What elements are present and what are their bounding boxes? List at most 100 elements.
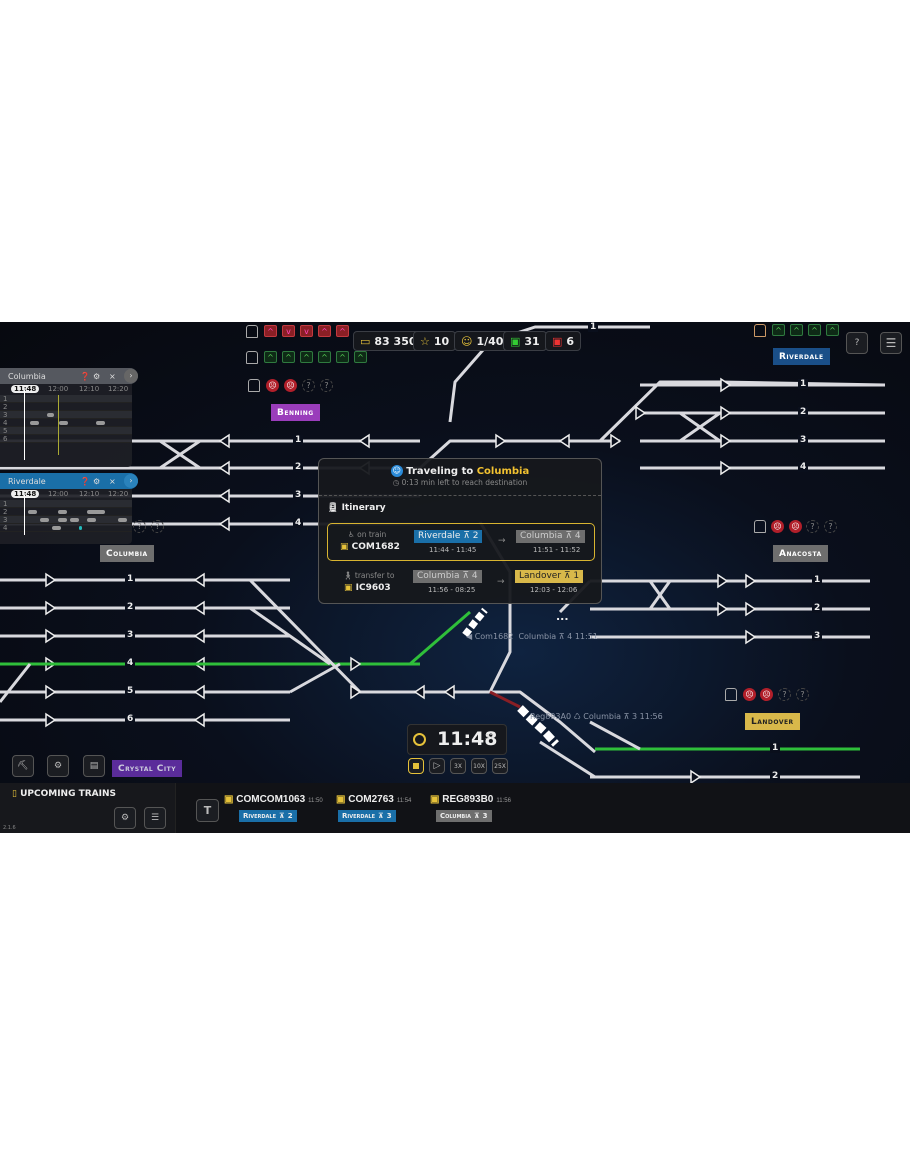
speed-3x-button[interactable]: 3X — [450, 758, 466, 774]
arrow-up-button[interactable]: ^ — [318, 325, 331, 337]
station-label-anacosta[interactable]: Anacosta — [773, 545, 828, 562]
help-icon[interactable]: ❓ — [80, 476, 90, 486]
rail-track — [289, 662, 341, 694]
arrow-up-button[interactable]: ^ — [282, 351, 295, 363]
platform-icon — [248, 379, 260, 392]
speed-25x-button[interactable]: 25X — [492, 758, 508, 774]
arrow-up-button[interactable]: ^ — [808, 324, 821, 336]
signal-icon — [45, 572, 57, 588]
chip-settings-button[interactable]: ⚙ — [47, 755, 69, 777]
build-tool-button[interactable]: ⛏ — [12, 755, 34, 777]
close-icon[interactable]: × — [109, 371, 116, 381]
clock-icon: ◷ — [392, 478, 402, 487]
train-label-com1682[interactable]: ◀ Com1682 Columbia ⊼ 4 11:51 — [466, 632, 598, 641]
panel-header[interactable]: Columbia ❓ ⚙ × › — [0, 368, 138, 384]
leg-train: ▣ IC9603 — [344, 583, 391, 593]
signal-icon — [443, 684, 455, 700]
arrow-down-button[interactable]: v — [282, 325, 295, 337]
platform-number-riverdale: 4 — [798, 462, 809, 472]
signal-icon — [218, 488, 230, 504]
timetable-panel-columbia[interactable]: Columbia ❓ ⚙ × › 11:48 12:00 12:10 12:20… — [0, 368, 138, 467]
version-label: 2.1.6 — [3, 825, 16, 831]
arrow-up-button[interactable]: ^ — [790, 324, 803, 336]
train-icon: ▣ — [552, 334, 563, 348]
arrow-up-button[interactable]: ^ — [318, 351, 331, 363]
passenger-info-popup[interactable]: ☺ Traveling to Columbia ◷ 0:13 min left … — [318, 458, 602, 604]
filter-sliders-button[interactable]: ☰ — [144, 807, 166, 829]
pause-button[interactable] — [408, 758, 424, 774]
signal-icon — [45, 600, 57, 616]
help-icon[interactable]: ❓ — [80, 371, 90, 381]
timetable-panel-riverdale[interactable]: Riverdale ❓ ⚙ × › 11:48 12:00 12:10 12:2… — [0, 473, 138, 544]
panel-header[interactable]: Riverdale ❓ ⚙ × › — [0, 473, 138, 489]
station-label-riverdale[interactable]: Riverdale — [773, 348, 830, 365]
platform-number-riverdale: 2 — [798, 407, 809, 417]
neutral-face-icon: ☺ — [390, 465, 403, 477]
platform-icon — [725, 688, 737, 701]
track-row: 2 — [0, 508, 132, 516]
game-viewport[interactable]: ^ v v ^ ^ ^ ^ ^ ^ ^ ^ ☹ ☹ ? ? ▭83 350 ☆1… — [0, 322, 910, 833]
rail-network-map[interactable] — [0, 322, 910, 833]
signal-icon — [193, 600, 205, 616]
station-label-columbia[interactable]: Columbia — [100, 545, 154, 562]
platform-icon — [754, 520, 766, 533]
arrow-right-icon: → — [497, 577, 505, 587]
train-icon: ▣ — [510, 334, 521, 348]
train-label-reg893a0[interactable]: Reg893A0 ♺ Columbia ⊼ 3 11:56 — [530, 712, 663, 721]
time-left: ◷ 0:13 min left to reach destination — [392, 478, 528, 487]
arrow-up-button[interactable]: ^ — [264, 351, 277, 363]
speed-10x-button[interactable]: 10X — [471, 758, 487, 774]
rail-track — [539, 740, 596, 779]
close-icon[interactable]: × — [109, 476, 116, 486]
arrow-up-button[interactable]: ^ — [336, 325, 349, 337]
document-icon: ▯ — [12, 789, 17, 799]
unknown-icon: ? — [151, 520, 164, 533]
unknown-icon: ? — [796, 688, 809, 701]
platform-number-benning: 2 — [293, 462, 304, 472]
from-station-tag: Columbia ⊼ 4 — [413, 570, 482, 583]
arrow-up-button[interactable]: ^ — [826, 324, 839, 336]
chevron-right-icon[interactable]: › — [124, 474, 138, 488]
track-row: 1 — [0, 500, 132, 508]
rail-track — [679, 411, 721, 443]
arrow-up-button[interactable]: ^ — [772, 324, 785, 336]
signal-icon — [350, 684, 362, 700]
menu-button[interactable]: ☰ — [880, 332, 902, 354]
station-label-crystal-city[interactable]: Crystal City — [112, 760, 183, 777]
star-icon: ☆ — [420, 334, 430, 348]
filter-letter-button[interactable]: T — [196, 799, 219, 822]
popup-title: ☺ Traveling to Columbia — [390, 465, 530, 477]
arrow-up-button[interactable]: ^ — [336, 351, 349, 363]
sad-face-icon: ☹ — [284, 379, 297, 392]
upcoming-settings-button[interactable]: ⚙ — [114, 807, 136, 829]
double-arrow-up-button[interactable]: ^ — [300, 351, 313, 363]
gear-icon[interactable]: ⚙ — [93, 371, 101, 381]
station-label-landover[interactable]: Landover — [745, 713, 800, 730]
green-route-track — [409, 610, 471, 666]
track-row: 4 — [0, 419, 132, 427]
rail-track — [589, 720, 641, 751]
chevron-right-icon[interactable]: › — [124, 369, 138, 383]
signal-icon — [358, 433, 370, 449]
arrow-down-button[interactable]: v — [300, 325, 313, 337]
unknown-icon: ? — [133, 520, 146, 533]
more-icon[interactable]: ... — [556, 610, 569, 623]
help-button[interactable]: ? — [846, 332, 868, 354]
arrow-up-button[interactable]: ^ — [264, 325, 277, 337]
trains-late-stat: ▣6 — [545, 331, 582, 351]
station-label-benning[interactable]: Benning — [271, 404, 320, 421]
signal-icon — [720, 377, 732, 393]
book-button[interactable]: ▤ — [83, 755, 105, 777]
itinerary-leg-current[interactable]: ♿ on train ▣ COM1682 Riverdale ⊼ 2 11:44… — [327, 523, 595, 561]
platform-number-columbia: 4 — [125, 658, 136, 668]
play-button[interactable]: ▷ — [429, 758, 445, 774]
gear-icon[interactable]: ⚙ — [93, 476, 101, 486]
track-row: 1 — [0, 395, 132, 403]
arrow-up-button[interactable]: ^ — [354, 351, 367, 363]
signal-icon — [193, 628, 205, 644]
itinerary-leg-transfer[interactable]: 🚶︎ transfer to ▣ IC9603 Columbia ⊼ 4 11:… — [327, 565, 595, 603]
record-icon — [413, 733, 426, 746]
